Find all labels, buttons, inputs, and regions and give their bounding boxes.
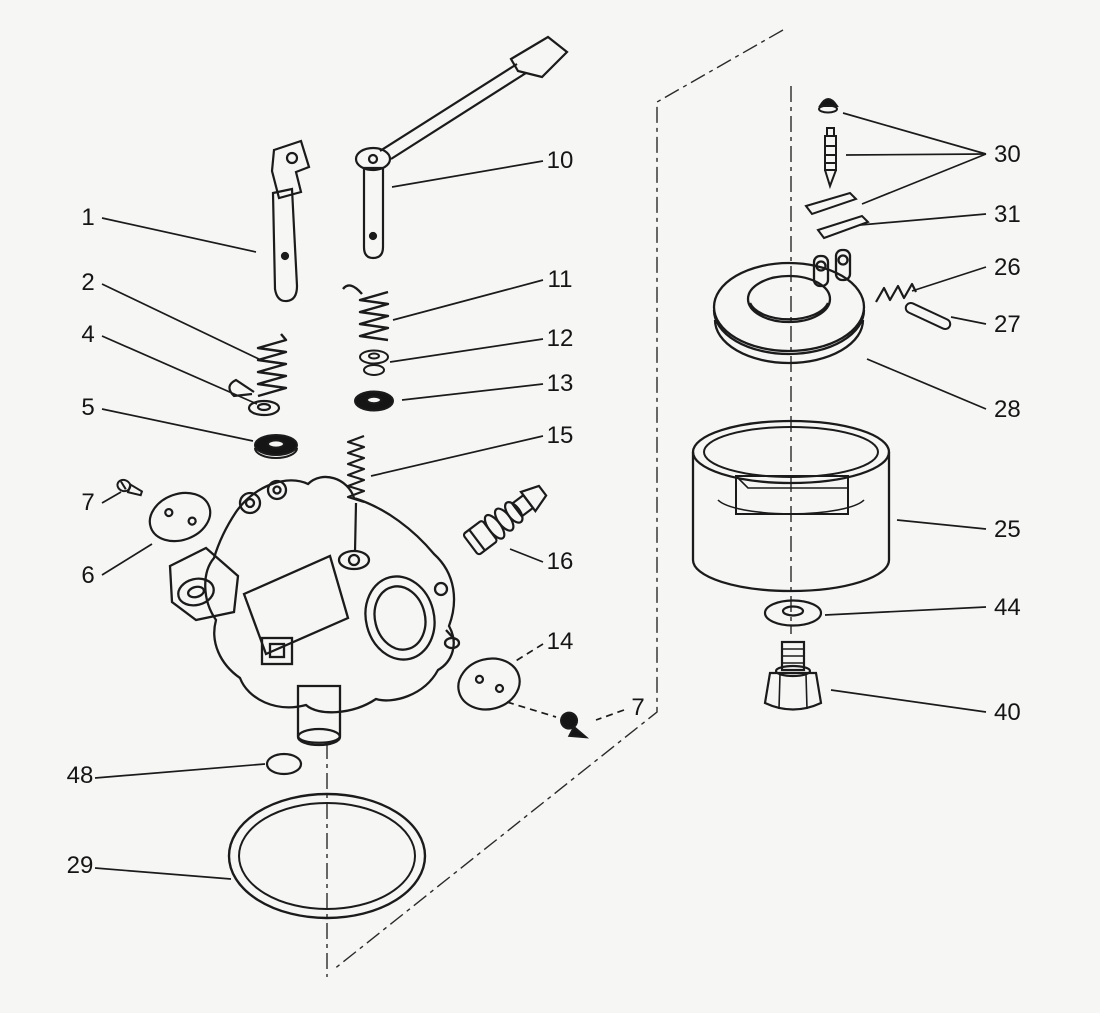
callout-40: 40 bbox=[994, 699, 1021, 726]
callout-14: 14 bbox=[547, 628, 574, 655]
callout-31: 31 bbox=[994, 201, 1021, 228]
center-lines bbox=[326, 29, 792, 977]
float bbox=[712, 248, 866, 365]
needle-cap bbox=[818, 98, 839, 114]
choke-plate bbox=[148, 491, 212, 543]
washer-clip bbox=[228, 378, 281, 417]
callout-10: 10 bbox=[547, 147, 574, 174]
shaft-seal bbox=[254, 434, 298, 459]
bowl-washer bbox=[763, 599, 823, 627]
bowl-gasket bbox=[227, 792, 427, 920]
callout-28: 28 bbox=[994, 396, 1021, 423]
needle-clip bbox=[804, 191, 858, 216]
idle-spring bbox=[342, 284, 390, 342]
callout-1: 1 bbox=[81, 204, 94, 231]
callout-4: 4 bbox=[81, 321, 94, 348]
callout-6: 6 bbox=[81, 562, 94, 589]
callout-2: 2 bbox=[81, 269, 94, 296]
callout-7-right: 7 bbox=[631, 694, 644, 721]
callout-26: 26 bbox=[994, 254, 1021, 281]
callout-48: 48 bbox=[67, 762, 94, 789]
float-bowl bbox=[691, 419, 891, 593]
bowl-nut bbox=[763, 640, 823, 711]
callout-15: 15 bbox=[547, 422, 574, 449]
throttle-return-spring bbox=[256, 333, 288, 398]
hinge-clip bbox=[816, 214, 870, 240]
callout-12: 12 bbox=[547, 325, 574, 352]
callout-7-left: 7 bbox=[81, 489, 94, 516]
fuel-inlet-fitting bbox=[462, 484, 548, 556]
callout-25: 25 bbox=[994, 516, 1021, 543]
welch-plug bbox=[265, 752, 303, 776]
throttle-plate-screw bbox=[560, 711, 590, 739]
inlet-needle bbox=[824, 127, 837, 190]
callout-13: 13 bbox=[547, 370, 574, 397]
leader-lines bbox=[94, 112, 987, 880]
throttle-shaft bbox=[270, 139, 311, 303]
float-hinge-pin bbox=[904, 301, 952, 331]
callout-30: 30 bbox=[994, 141, 1021, 168]
callout-16: 16 bbox=[547, 548, 574, 575]
carburetor-body bbox=[168, 475, 461, 747]
seal-seat bbox=[354, 390, 394, 412]
callout-5: 5 bbox=[81, 394, 94, 421]
float-spring bbox=[875, 282, 917, 303]
throttle-plate bbox=[457, 657, 521, 711]
boundary-line bbox=[332, 29, 784, 971]
callout-labels: 1 2 4 5 7 6 10 11 12 13 15 16 14 7 48 29… bbox=[67, 141, 1021, 879]
choke-lever-arm bbox=[354, 35, 569, 260]
callout-11: 11 bbox=[548, 266, 573, 293]
choke-plate-screw bbox=[116, 478, 144, 497]
adjust-needle-spring bbox=[346, 434, 366, 553]
callout-44: 44 bbox=[994, 594, 1021, 621]
callout-29: 29 bbox=[67, 852, 94, 879]
callout-27: 27 bbox=[994, 311, 1021, 338]
spring-washers bbox=[359, 349, 389, 376]
